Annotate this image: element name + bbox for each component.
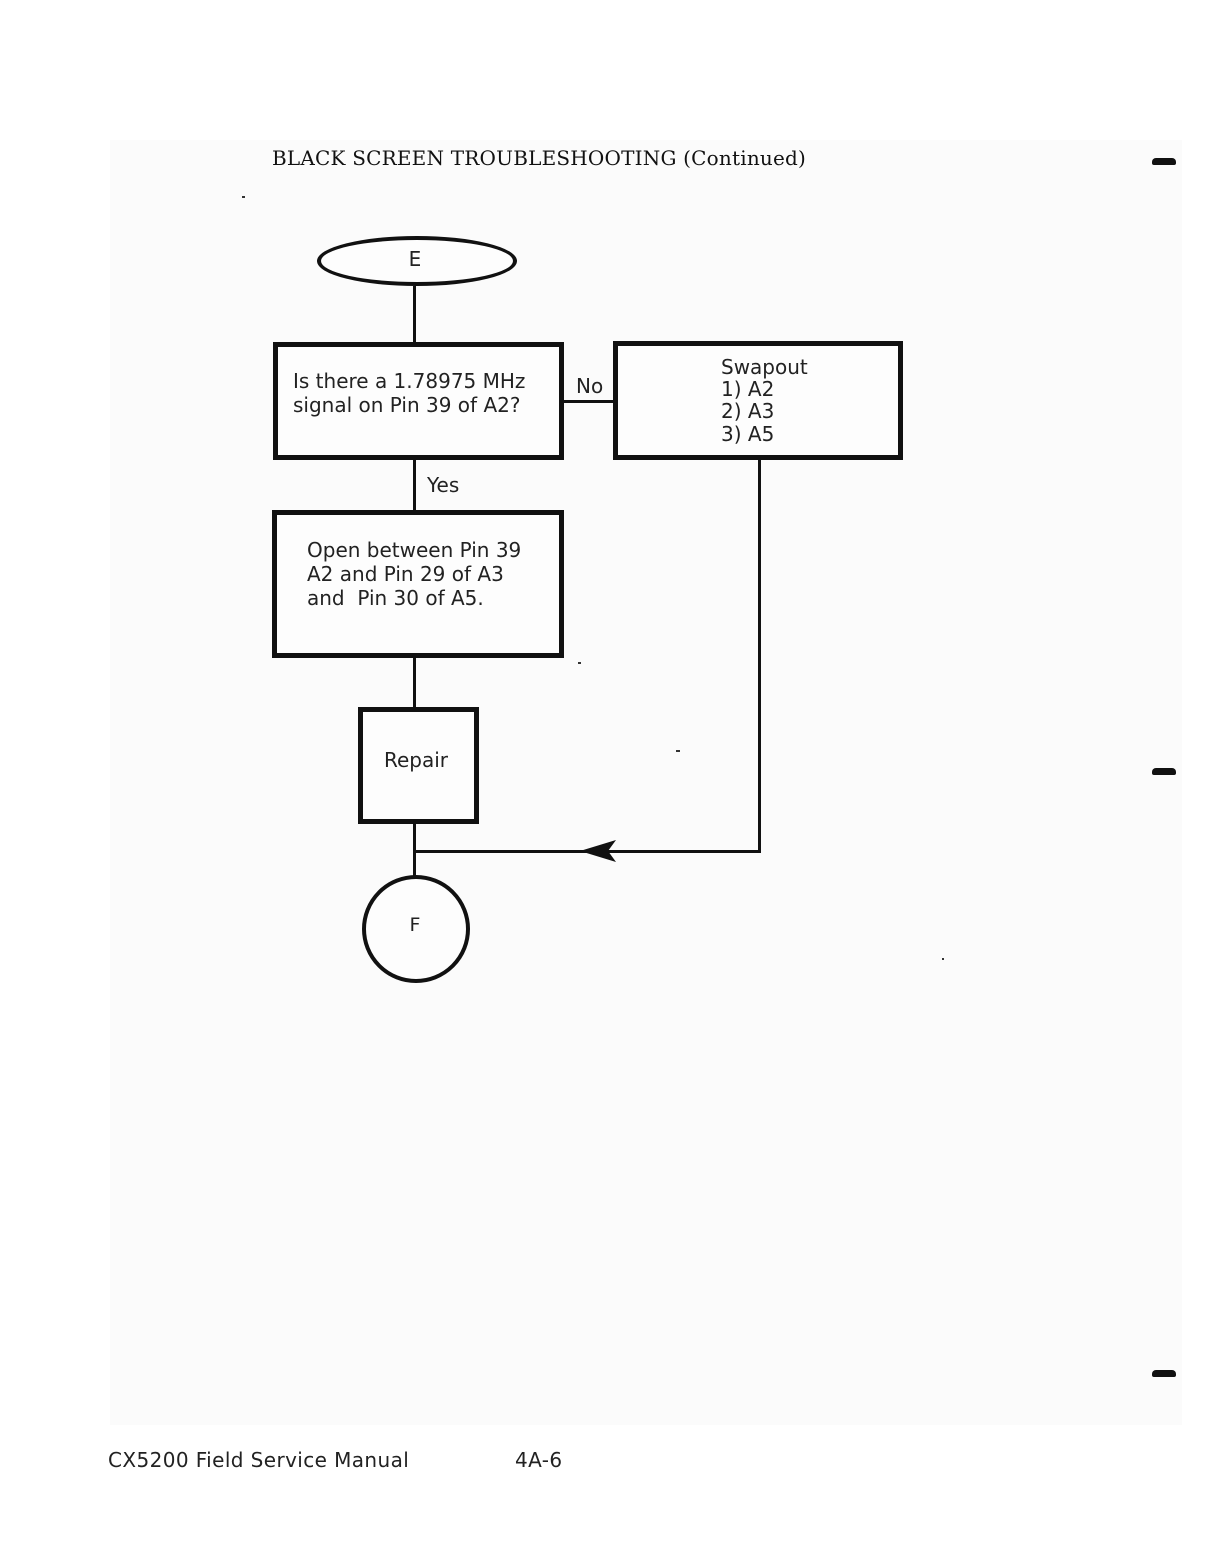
- connector-line-open-to-repair: [413, 658, 416, 710]
- footer-manual-title: CX5200 Field Service Manual: [108, 1448, 409, 1472]
- open-circuit-text-line-3: and Pin 30 of A5.: [307, 586, 484, 610]
- swapout-return-line-vertical: [758, 460, 761, 853]
- end-connector-label: F: [402, 914, 428, 936]
- swapout-item-1: 1) A2: [721, 378, 774, 400]
- decision-text-line-2: signal on Pin 39 of A2?: [293, 393, 520, 417]
- binder-margin-mark-bottom: [1152, 1370, 1176, 1377]
- start-connector-label: E: [404, 247, 426, 271]
- swapout-item-2: 2) A3: [721, 400, 774, 422]
- return-arrowhead: [578, 838, 618, 864]
- yes-branch-label: Yes: [427, 473, 459, 497]
- binder-margin-mark-middle: [1152, 768, 1176, 775]
- scanned-page-area: [110, 140, 1182, 1425]
- no-branch-line: [564, 400, 616, 403]
- scan-speck: [676, 750, 680, 752]
- connector-line-repair-to-end: [413, 824, 416, 877]
- open-circuit-text-line-2: A2 and Pin 29 of A3: [307, 562, 504, 586]
- decision-text-line-1: Is there a 1.78975 MHz: [293, 369, 525, 393]
- footer-page-number: 4A-6: [515, 1448, 563, 1472]
- swapout-item-3: 3) A5: [721, 423, 774, 445]
- scan-speck: [242, 196, 245, 198]
- binder-margin-mark-top: [1152, 158, 1176, 165]
- repair-label: Repair: [384, 748, 448, 772]
- yes-branch-line: [413, 460, 416, 512]
- scan-speck: [578, 662, 581, 664]
- scan-speck: [942, 958, 944, 960]
- swapout-title: Swapout: [721, 355, 808, 379]
- no-branch-label: No: [576, 374, 603, 398]
- connector-line-e-to-decision: [413, 286, 416, 344]
- page-heading: BLACK SCREEN TROUBLESHOOTING (Continued): [272, 146, 806, 170]
- open-circuit-text-line-1: Open between Pin 39: [307, 538, 521, 562]
